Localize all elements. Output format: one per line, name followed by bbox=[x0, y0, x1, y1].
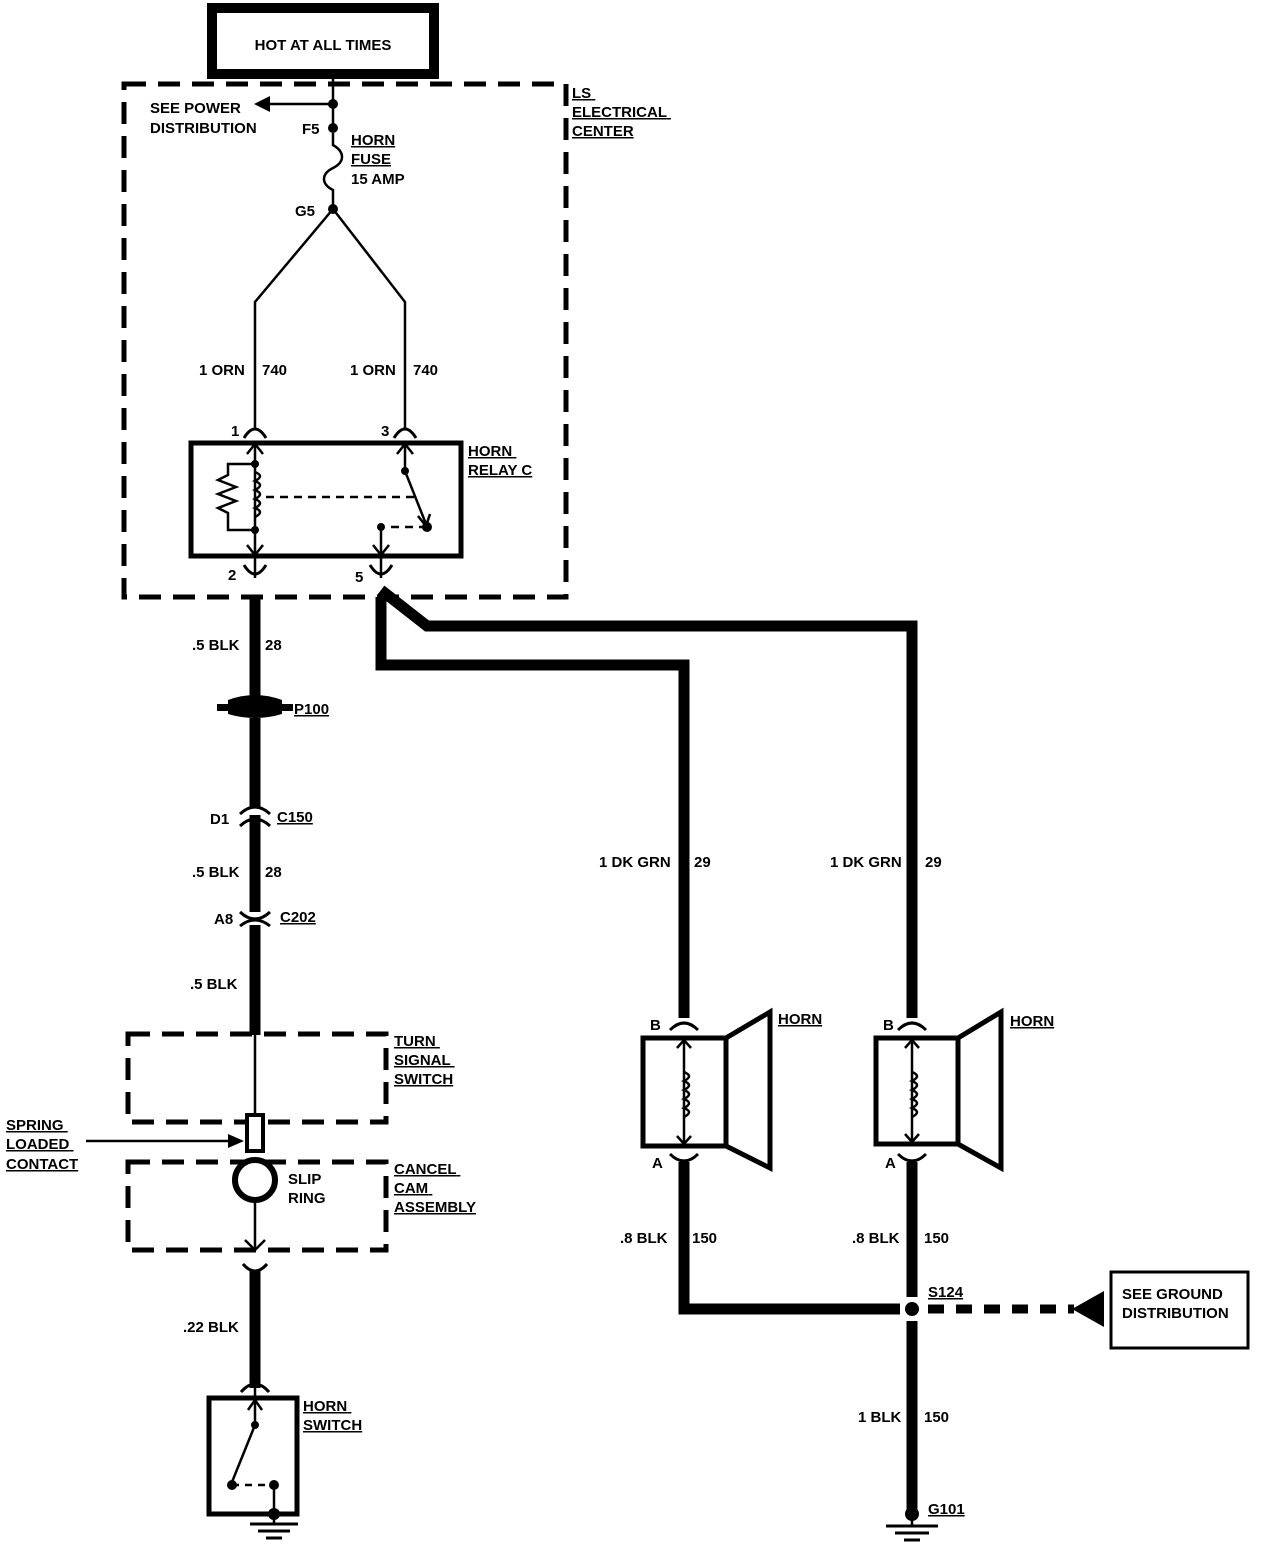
fuse-terminal-f5-label: F5 bbox=[302, 121, 320, 138]
c202-label: C202 bbox=[280, 909, 316, 926]
slip-ring-arrow-icon bbox=[244, 1239, 266, 1252]
relay-pin2-label: 2 bbox=[228, 567, 236, 584]
wire-28-upper-circuit: 28 bbox=[265, 637, 282, 654]
horn-right-pin-a-connector bbox=[896, 1152, 928, 1163]
horn-right-coil-icon bbox=[904, 1038, 920, 1144]
horn-right-pin-b-label: B bbox=[883, 1017, 894, 1034]
horn-right-label: HORN bbox=[1010, 1013, 1054, 1030]
horn-left-feed-gauge: 1 DK GRN bbox=[599, 854, 671, 871]
spring-loaded-contact-label: SPRING LOADED CONTACT bbox=[6, 1117, 78, 1173]
relay-feed-left-gauge: 1 ORN bbox=[199, 362, 245, 379]
g101-label: G101 bbox=[928, 1501, 965, 1518]
horn-right-feed-circuit: 29 bbox=[925, 854, 942, 871]
relay-feed-right-circuit: 740 bbox=[413, 362, 438, 379]
horn-right: B A bbox=[873, 1007, 1004, 1173]
p100-label: P100 bbox=[294, 701, 329, 718]
relay-feed-right-gauge: 1 ORN bbox=[350, 362, 396, 379]
c150-label: C150 bbox=[277, 809, 313, 826]
turn-signal-switch-outline bbox=[125, 1031, 389, 1125]
horn-relay-label: HORN RELAY C bbox=[468, 443, 532, 479]
horn-right-bell-icon bbox=[955, 1007, 1004, 1173]
relay-feed-left-wire bbox=[253, 208, 334, 430]
horn-switch-contact-icon bbox=[227, 1388, 279, 1514]
hot-at-all-times-box: HOT AT ALL TIMES bbox=[207, 3, 439, 79]
relay-pin5-label: 5 bbox=[355, 569, 363, 586]
c202-pin-label: A8 bbox=[214, 911, 233, 928]
ground-distribution-box bbox=[1109, 1270, 1250, 1350]
horn-switch-connector bbox=[239, 1382, 271, 1394]
relay-pin1-label: 1 bbox=[231, 423, 239, 440]
cancel-cam-assembly-label: CANCEL CAM ASSEMBLY bbox=[394, 1161, 476, 1216]
wire-150-left-horn bbox=[678, 1162, 912, 1315]
horn-switch-body bbox=[206, 1395, 300, 1517]
horn-right-ground-gauge: .8 BLK bbox=[852, 1230, 900, 1247]
horn-left-ground-gauge: .8 BLK bbox=[620, 1230, 668, 1247]
horn-left-bell-icon bbox=[723, 1007, 773, 1173]
horn-switch-ground-icon bbox=[250, 1508, 298, 1540]
horn-right-pin-a-label: A bbox=[885, 1155, 896, 1172]
horn-left-pin-a-label: A bbox=[652, 1155, 663, 1172]
cancel-cam-connector bbox=[241, 1262, 269, 1273]
wire-28-lower-circuit: 28 bbox=[265, 864, 282, 881]
spring-loaded-contact-icon bbox=[245, 1113, 265, 1153]
horn-left-pin-b-label: B bbox=[650, 1017, 661, 1034]
g101-ground-icon bbox=[886, 1507, 938, 1542]
relay-contact-icon bbox=[372, 441, 432, 558]
horn-fuse-icon bbox=[322, 133, 344, 209]
relay-pin3-connector bbox=[392, 427, 418, 439]
ground-wire-circuit: 150 bbox=[924, 1409, 949, 1426]
electrical-center-label: LS ELECTRICAL CENTER bbox=[572, 85, 671, 140]
ground-distribution-arrow-icon bbox=[1072, 1291, 1104, 1327]
power-distribution-ref: SEE POWER DISTRIBUTION bbox=[150, 100, 257, 137]
c202-connector-top bbox=[238, 910, 272, 921]
c150-pin-label: D1 bbox=[210, 811, 229, 828]
c150-connector-top bbox=[238, 805, 272, 816]
fuse-terminal-f5 bbox=[328, 123, 338, 133]
splice-s124-label: S124 bbox=[928, 1284, 964, 1301]
power-dist-arrow-icon bbox=[254, 96, 270, 112]
relay-pin1-connector bbox=[242, 427, 268, 439]
spring-contact-arrow-icon bbox=[228, 1134, 244, 1148]
horn-right-body bbox=[873, 1035, 961, 1147]
horn-left: B A bbox=[640, 1007, 773, 1173]
splice-s124-dot bbox=[905, 1302, 919, 1316]
horn-switch-label: HORN SWITCH bbox=[303, 1398, 362, 1434]
cancel-cam-outline bbox=[125, 1159, 389, 1253]
relay-feed-right-wire bbox=[332, 208, 407, 430]
c202-connector-bottom bbox=[239, 918, 271, 928]
wire-28-upper-gauge: .5 BLK bbox=[192, 637, 240, 654]
turn-signal-switch-label: TURN SIGNAL SWITCH bbox=[394, 1033, 455, 1088]
horn-left-pin-a-connector bbox=[668, 1152, 700, 1163]
hot-at-all-times-label: HOT AT ALL TIMES bbox=[255, 37, 392, 54]
horn-right-feed-gauge: 1 DK GRN bbox=[830, 854, 902, 871]
relay-pin3-label: 3 bbox=[381, 423, 389, 440]
horn-left-label: HORN bbox=[778, 1011, 822, 1028]
slip-ring-label: SLIP RING bbox=[288, 1171, 326, 1207]
relay-feed-left-circuit: 740 bbox=[262, 362, 287, 379]
wire-29-right-horn bbox=[377, 585, 918, 1018]
horn-left-pin-b-connector bbox=[668, 1021, 700, 1032]
p100-grommet-icon bbox=[217, 695, 293, 718]
horn-relay-body bbox=[188, 440, 464, 559]
wire-29-left-horn bbox=[375, 597, 690, 1018]
fuse-terminal-g5-label: G5 bbox=[295, 203, 315, 220]
wire-22-gauge: .22 BLK bbox=[183, 1319, 239, 1336]
ground-distribution-label: SEE GROUND DISTRIBUTION bbox=[1122, 1286, 1229, 1322]
electrical-center-outline bbox=[121, 81, 569, 600]
relay-coil-icon bbox=[214, 441, 264, 558]
ground-wire-gauge: 1 BLK bbox=[858, 1409, 902, 1426]
horn-right-pin-b-connector bbox=[896, 1021, 928, 1032]
horn-right-ground-circuit: 150 bbox=[924, 1230, 949, 1247]
wire-28-lower-gauge: .5 BLK bbox=[192, 864, 240, 881]
horn-left-coil-icon bbox=[676, 1038, 692, 1146]
wire-blk-gauge: .5 BLK bbox=[190, 976, 238, 993]
horn-left-ground-circuit: 150 bbox=[692, 1230, 717, 1247]
horn-fuse-label: HORN FUSE 15 AMP bbox=[351, 132, 405, 188]
slip-ring-icon bbox=[232, 1157, 278, 1203]
horn-left-feed-circuit: 29 bbox=[694, 854, 711, 871]
